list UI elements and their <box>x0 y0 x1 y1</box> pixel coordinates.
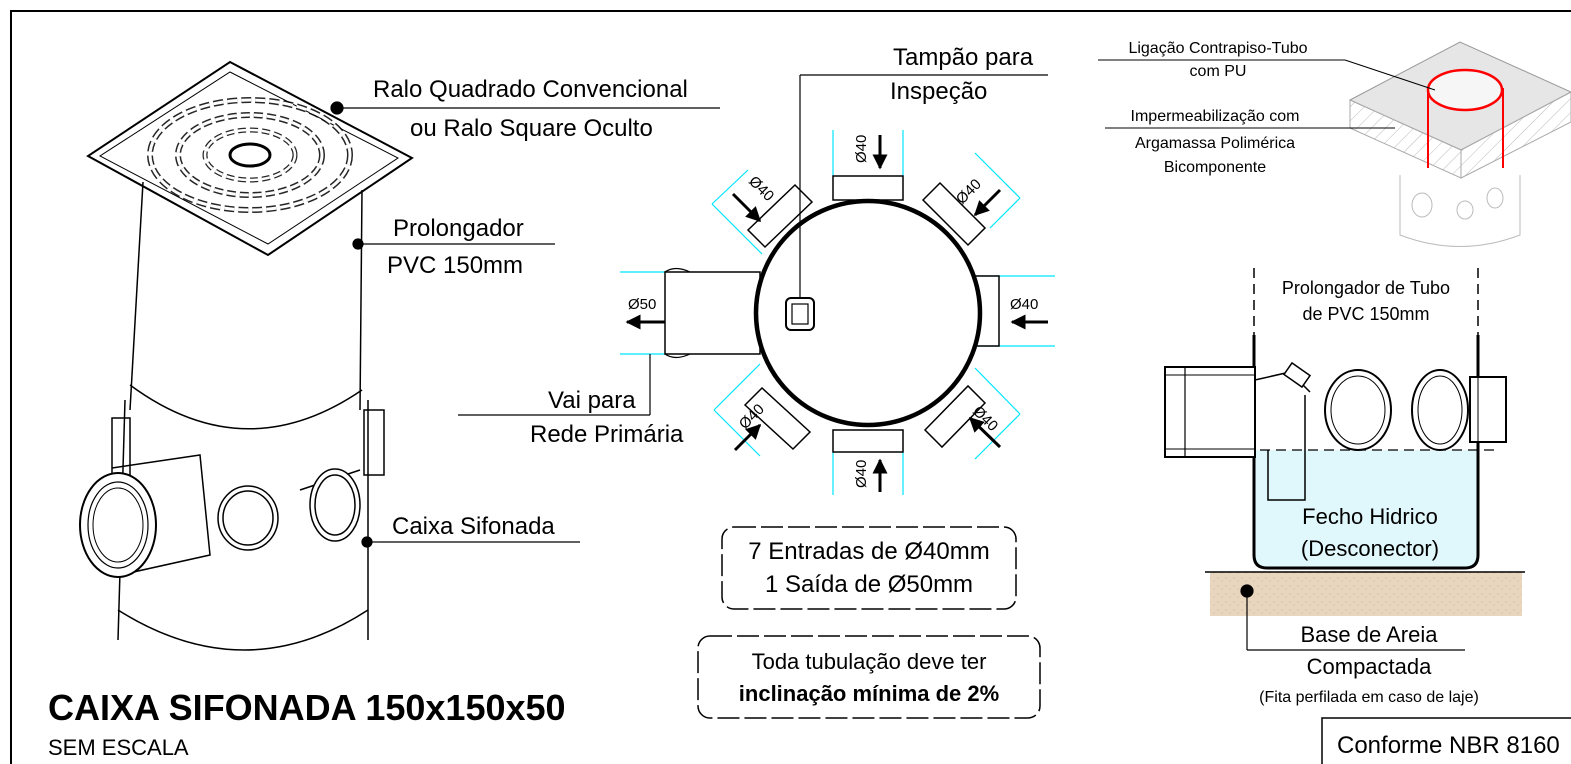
inlet-label-right: Ø40 <box>1010 296 1038 313</box>
outlet-label: Ø50 <box>628 296 656 313</box>
section-leaders <box>1240 584 1465 651</box>
ralo-plate <box>86 60 414 257</box>
ligacao-label-2: com PU <box>1190 63 1247 80</box>
slope-note-box <box>697 635 1041 719</box>
top-view-leaders <box>458 74 1048 416</box>
section-prolong-label-2: de PVC 150mm <box>1302 304 1429 324</box>
summary-line-2: 1 Saída de Ø50mm <box>765 571 973 598</box>
standard-box <box>1321 717 1571 764</box>
drawing-title: CAIXA SIFONADA 150x150x50 <box>48 687 566 728</box>
imper-label-2: Argamassa Polimérica <box>1135 135 1295 152</box>
flow-arrows <box>625 135 1048 492</box>
base-label: Base de Areia <box>1301 622 1439 647</box>
prolongador-size-label: PVC 150mm <box>387 252 523 279</box>
ligacao-label: Ligação Contrapiso-Tubo <box>1128 40 1307 57</box>
standard-label: Conforme NBR 8160 <box>1337 732 1560 759</box>
base-label-2: Compactada <box>1307 654 1433 679</box>
inlet-label-nw: Ø40 <box>745 173 777 205</box>
caixa-3d-drawing <box>79 60 414 651</box>
rede-label-2: Rede Primária <box>530 421 684 448</box>
iso-detail-drawing <box>1348 41 1571 247</box>
scale-note: SEM ESCALA <box>48 735 189 760</box>
imper-label: Impermeabilização com <box>1131 108 1300 125</box>
imper-label-3: Bicomponente <box>1164 159 1266 176</box>
sheet-border <box>10 10 1571 764</box>
water-seal <box>1254 450 1478 568</box>
section-drawing <box>1164 268 1525 616</box>
slope-note-line-2: inclinação mínima de 2% <box>739 681 999 706</box>
section-prolong-label: Prolongador de Tubo <box>1282 278 1450 298</box>
tampao-label: Tampão para <box>893 44 1034 71</box>
caixa-label: Caixa Sifonada <box>392 513 555 540</box>
inlet-label-top: Ø40 <box>853 135 870 163</box>
base-note: (Fita perfilada em caso de laje) <box>1259 689 1479 706</box>
top-view-drawing <box>620 130 1055 495</box>
summary-line-1: 7 Entradas de Ø40mm <box>748 538 989 565</box>
slope-note-line-1: Toda tubulação deve ter <box>752 649 987 674</box>
iso-leaders <box>1098 59 1436 129</box>
inlet-label-bottom: Ø40 <box>853 460 870 488</box>
sand-base <box>1210 572 1522 616</box>
fecho-label: Fecho Hidrico <box>1302 504 1438 529</box>
ralo-label: Ralo Quadrado Convencional <box>373 76 688 103</box>
ralo-alt-label: ou Ralo Square Oculto <box>410 115 653 142</box>
tampao-label-2: Inspeção <box>890 78 987 105</box>
left-leaders <box>330 101 720 548</box>
rede-label: Vai para <box>548 387 636 414</box>
fecho-label-2: (Desconector) <box>1301 536 1439 561</box>
prolongador-label: Prolongador <box>393 215 524 242</box>
summary-box <box>721 526 1017 610</box>
